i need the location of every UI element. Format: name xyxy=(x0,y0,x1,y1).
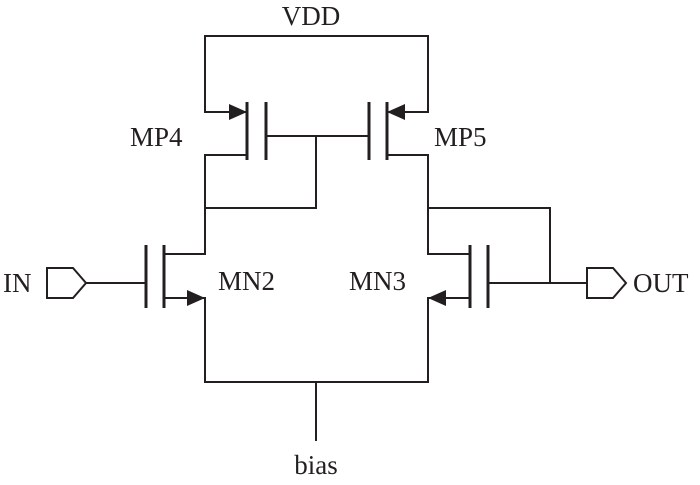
mirror-diode-wire xyxy=(204,135,317,209)
output-port-label: OUT xyxy=(633,268,689,298)
input-port: IN xyxy=(3,267,88,299)
mn3-label: MN3 xyxy=(349,266,406,296)
mn2-label: MN2 xyxy=(218,266,275,296)
mn3-source-arrow xyxy=(428,290,446,306)
vdd-wire xyxy=(204,35,429,113)
mn2-drain-lead xyxy=(163,207,206,255)
transistor-mp4: MP4 xyxy=(130,102,268,209)
vdd-label: VDD xyxy=(282,1,341,31)
output-feedback-wire xyxy=(427,207,551,284)
mp4-drain-lead xyxy=(204,154,248,209)
mirror-gate-net xyxy=(204,135,370,209)
input-port-symbol xyxy=(46,267,88,299)
vdd-rail: VDD xyxy=(204,1,429,113)
mn3-source-lead xyxy=(427,297,471,383)
mp5-label: MP5 xyxy=(434,122,487,152)
bias-label: bias xyxy=(294,450,338,480)
mp5-drain-lead xyxy=(386,154,429,255)
input-port-label: IN xyxy=(3,268,32,298)
output-port-symbol xyxy=(586,267,628,299)
output-port: OUT xyxy=(586,267,689,299)
output-net xyxy=(427,207,551,284)
transistor-mp5: MP5 xyxy=(367,102,487,255)
mp5-source-arrow xyxy=(387,104,405,120)
transistor-mn3: MN3 xyxy=(349,245,588,383)
mp4-source-arrow xyxy=(229,104,247,120)
mn2-source-arrow xyxy=(187,290,205,306)
bias-net: bias xyxy=(204,381,429,480)
mn2-source-lead xyxy=(163,297,206,383)
mp4-label: MP4 xyxy=(130,122,183,152)
transistor-mn2: MN2 xyxy=(85,207,275,383)
